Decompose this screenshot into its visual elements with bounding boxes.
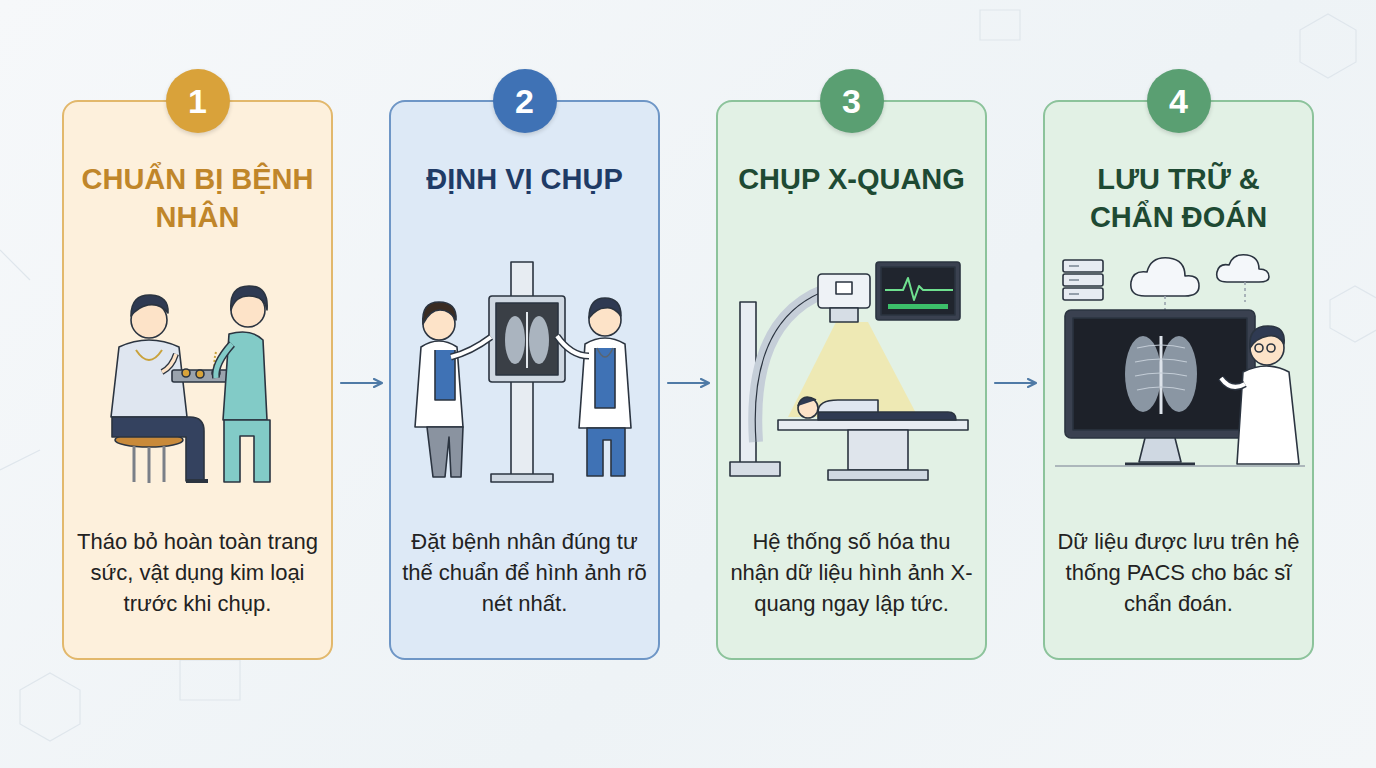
step-number-circle: 2 [493,69,557,133]
step-description: Đặt bệnh nhân đúng tư thế chuẩn để hình … [399,526,650,619]
step-description: Tháo bỏ hoàn toàn trang sức, vật dụng ki… [72,526,323,619]
flow-arrow [668,382,708,384]
pacs-storage-illustration [1045,252,1315,492]
step-number: 1 [188,82,207,121]
step-description: Hệ thống số hóa thu nhận dữ liệu hình ản… [726,526,977,619]
step-card: CHỤP X-QUANG Hệ thống số hóa thu nhận dữ … [716,100,987,660]
step-number-circle: 1 [166,69,230,133]
step-card: CHUẨN BỊ BỆNH NHÂN Tháo bỏ hoàn toàn tran… [62,100,333,660]
step-card: ĐỊNH VỊ CHỤP Đặt bệnh nhân đúng tư thế ch… [389,100,660,660]
step-heading: CHỤP X-QUANG [728,160,975,198]
step-number-circle: 4 [1147,69,1211,133]
step-description: Dữ liệu được lưu trên hệ thống PACS cho … [1053,526,1304,619]
step-number-circle: 3 [820,69,884,133]
patient-prep-illustration [64,252,334,492]
step-heading: CHUẨN BỊ BỆNH NHÂN [74,160,321,236]
step-number: 4 [1169,82,1188,121]
step-card: LƯU TRỮ & CHẨN ĐOÁN Dữ liệu được lưu trên… [1043,100,1314,660]
flow-arrow [995,382,1035,384]
step-number: 3 [842,82,861,121]
positioning-illustration [391,252,661,492]
step-heading: ĐỊNH VỊ CHỤP [401,160,648,198]
step-number: 2 [515,82,534,121]
step-heading: LƯU TRỮ & CHẨN ĐOÁN [1055,160,1302,236]
flow-arrow [341,382,381,384]
xray-machine-illustration [718,252,988,492]
